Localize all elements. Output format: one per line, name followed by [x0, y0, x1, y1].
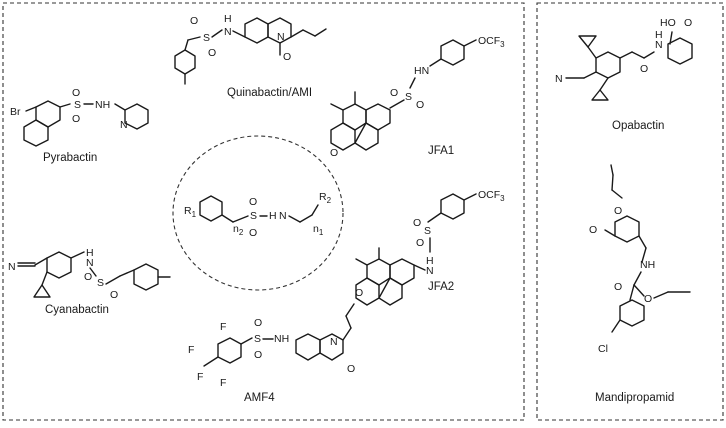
- core-n1: n1: [313, 223, 324, 237]
- cyanabactin-structure: N H N S O O: [8, 247, 171, 301]
- pyrabactin-br: Br: [10, 106, 21, 118]
- amf4-o3: O: [347, 363, 355, 375]
- jfa1-ocf3: OCF3: [478, 35, 505, 49]
- jfa1-o2: O: [416, 99, 424, 111]
- left-panel-frame: [2, 2, 525, 421]
- opabactin-ho: HO: [660, 17, 676, 29]
- core-r2: R2: [319, 191, 332, 205]
- right-panel-frame: [536, 2, 724, 421]
- jfa1-hn: HN: [414, 65, 429, 77]
- amf4-s: S: [254, 333, 261, 345]
- cyanabactin-h: H: [86, 247, 94, 259]
- opabactin-n: N: [555, 73, 563, 85]
- cyanabactin-n: N: [8, 261, 16, 273]
- jfa1-structure: OCF3 HN S O O O: [330, 35, 505, 159]
- amf4-f1: F: [188, 344, 194, 356]
- mandipropamid-nh: NH: [640, 259, 655, 271]
- label-pyrabactin: Pyrabactin: [43, 152, 97, 164]
- pyrabactin-o1: O: [72, 87, 80, 99]
- cyanabactin-s: S: [97, 277, 104, 289]
- opabactin-o: O: [640, 63, 648, 75]
- amf4-f4: F: [220, 377, 226, 389]
- amf4-structure: F F F F S O O NH N O: [188, 303, 355, 389]
- mandipropamid-cl: Cl: [598, 343, 608, 355]
- mandipropamid-o3: O: [614, 281, 622, 293]
- jfa2-ocf3: OCF3: [478, 189, 505, 203]
- pyrabactin-o2: O: [72, 113, 80, 125]
- pyrabactin-n: N: [120, 119, 128, 131]
- quinabactin-n2: N: [277, 31, 285, 43]
- quinabactin-o1: O: [190, 15, 198, 27]
- amf4-o1: O: [254, 317, 262, 329]
- core-n2: n2: [233, 223, 244, 237]
- core-h: H: [269, 210, 277, 222]
- jfa1-o1: O: [390, 87, 398, 99]
- amf4-nh: NH: [274, 333, 289, 345]
- jfa2-o1: O: [413, 217, 421, 229]
- label-cyanabactin: Cyanabactin: [45, 304, 109, 316]
- cyanabactin-o2: O: [110, 289, 118, 301]
- amf4-f3: F: [197, 371, 203, 383]
- label-mandipropamid: Mandipropamid: [595, 392, 674, 404]
- amf4-f2: F: [220, 321, 226, 333]
- jfa2-o2: O: [416, 237, 424, 249]
- quinabactin-h: H: [224, 13, 232, 25]
- mandipropamid-o2: O: [589, 224, 597, 236]
- mandipropamid-o4: O: [644, 293, 652, 305]
- core-n: N: [279, 210, 287, 222]
- core-r1: R1: [184, 205, 197, 219]
- cyanabactin-n2: N: [86, 257, 94, 269]
- jfa2-o3: O: [355, 287, 363, 299]
- label-jfa1: JFA1: [428, 145, 454, 157]
- label-jfa2: JFA2: [428, 281, 454, 293]
- quinabactin-n: N: [224, 26, 232, 38]
- jfa2-n: N: [426, 265, 434, 277]
- opabactin-o2: O: [684, 17, 692, 29]
- mandipropamid-o1: O: [614, 205, 622, 217]
- core-scaffold-structure: R1 n2 S O O H N n1 R2: [184, 191, 332, 239]
- core-s: S: [250, 210, 257, 222]
- label-quinabactin: Quinabactin/AMI: [227, 87, 312, 99]
- quinabactin-o2: O: [208, 47, 216, 59]
- jfa1-s: S: [405, 91, 412, 103]
- opabactin-n2: N: [655, 39, 663, 51]
- opabactin-h: H: [655, 29, 663, 41]
- jfa2-structure: OCF3 S O O H N O: [355, 189, 505, 306]
- amf4-o2: O: [254, 349, 262, 361]
- cyanabactin-o1: O: [84, 271, 92, 283]
- amf4-n: N: [330, 336, 338, 348]
- label-amf4: AMF4: [244, 392, 275, 404]
- quinabactin-o3: O: [283, 51, 291, 63]
- jfa1-o3: O: [330, 147, 338, 159]
- core-o2: O: [249, 227, 257, 239]
- jfa2-s: S: [424, 225, 431, 237]
- pyrabactin-nh: NH: [95, 99, 110, 111]
- label-opabactin: Opabactin: [612, 120, 664, 132]
- quinabactin-s: S: [203, 32, 210, 44]
- mandipropamid-structure: O O NH O O Cl: [589, 164, 691, 355]
- pyrabactin-structure: Br S O O NH N: [10, 87, 149, 147]
- core-o1: O: [249, 196, 257, 208]
- pyrabactin-s: S: [74, 99, 81, 111]
- quinabactin-structure: S O O H N N O: [174, 13, 327, 85]
- opabactin-structure: N O H N HO O: [555, 17, 693, 101]
- core-scaffold-circle: [172, 135, 344, 291]
- jfa2-h: H: [426, 255, 434, 267]
